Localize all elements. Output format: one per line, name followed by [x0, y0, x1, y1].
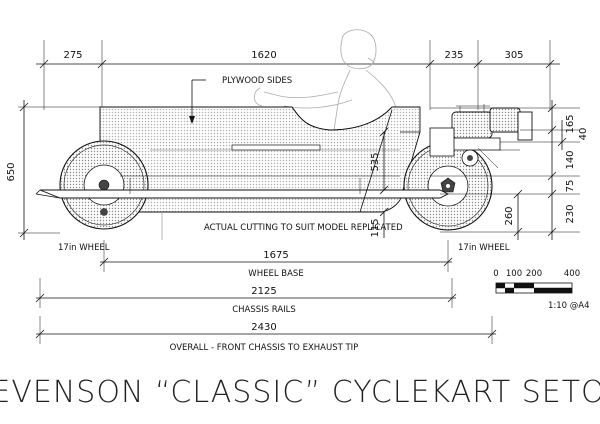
dim-165: 165 — [565, 114, 576, 133]
dim-75: 75 — [565, 180, 576, 193]
front-wheel-label: 17in WHEEL — [58, 243, 110, 253]
scale-bar: 0 100 200 400 1:10 @A4 — [493, 269, 589, 311]
scale-ratio: 1:10 @A4 — [548, 301, 590, 311]
plywood-sides-label: PLYWOOD SIDES — [222, 76, 292, 86]
left-dimension-650: 650 — [6, 100, 100, 240]
rear-wheel-label: 17in WHEEL — [458, 243, 510, 253]
right-dimension-chain: 165 40 140 75 230 — [430, 100, 589, 240]
steering-and-seat — [231, 109, 420, 213]
scale-tick-400: 400 — [564, 269, 580, 279]
dim-40: 40 — [578, 128, 589, 141]
engine — [429, 104, 533, 169]
scale-tick-0: 0 — [493, 269, 498, 279]
overall-value: 2430 — [251, 322, 276, 333]
dim-260: 260 — [504, 206, 515, 225]
drawing-title: STEVENSON “CLASSIC” CYCLEKART SETOUT — [0, 375, 600, 410]
dim-535: 535 — [370, 152, 381, 171]
dim-1620: 1620 — [251, 50, 276, 61]
wheelbase-value: 1675 — [263, 250, 288, 261]
dim-140: 140 — [565, 150, 576, 169]
dim-230: 230 — [565, 204, 576, 223]
dim-305: 305 — [504, 50, 523, 61]
scale-tick-100: 100 — [506, 269, 522, 279]
body-dimensions: 535 115 260 — [370, 127, 523, 240]
actual-cutting-label: ACTUAL CUTTING TO SUIT MODEL REPLICATED — [204, 223, 403, 233]
callouts: PLYWOOD SIDES ACTUAL CUTTING TO SUIT MOD… — [161, 76, 403, 240]
chassis-rails-value: 2125 — [251, 286, 276, 297]
dim-235: 235 — [444, 50, 463, 61]
scale-tick-200: 200 — [526, 269, 542, 279]
dim-275: 275 — [63, 50, 82, 61]
wheelbase-dimension: 1675 WHEEL BASE — [99, 240, 453, 279]
chassis-rails-label: CHASSIS RAILS — [232, 305, 296, 315]
chassis-rails — [35, 175, 450, 199]
top-dimension-chain: 275 1620 235 305 — [36, 40, 560, 110]
front-wheel — [59, 140, 149, 230]
chassis-rails-dimension: 2125 CHASSIS RAILS — [35, 278, 457, 315]
dim-650: 650 — [6, 162, 17, 181]
dim-115: 115 — [370, 218, 381, 237]
overall-dimension: 2430 OVERALL - FRONT CHASSIS TO EXHAUST … — [35, 316, 497, 353]
wheelbase-label: WHEEL BASE — [248, 269, 303, 279]
overall-label: OVERALL - FRONT CHASSIS TO EXHAUST TIP — [170, 343, 359, 353]
